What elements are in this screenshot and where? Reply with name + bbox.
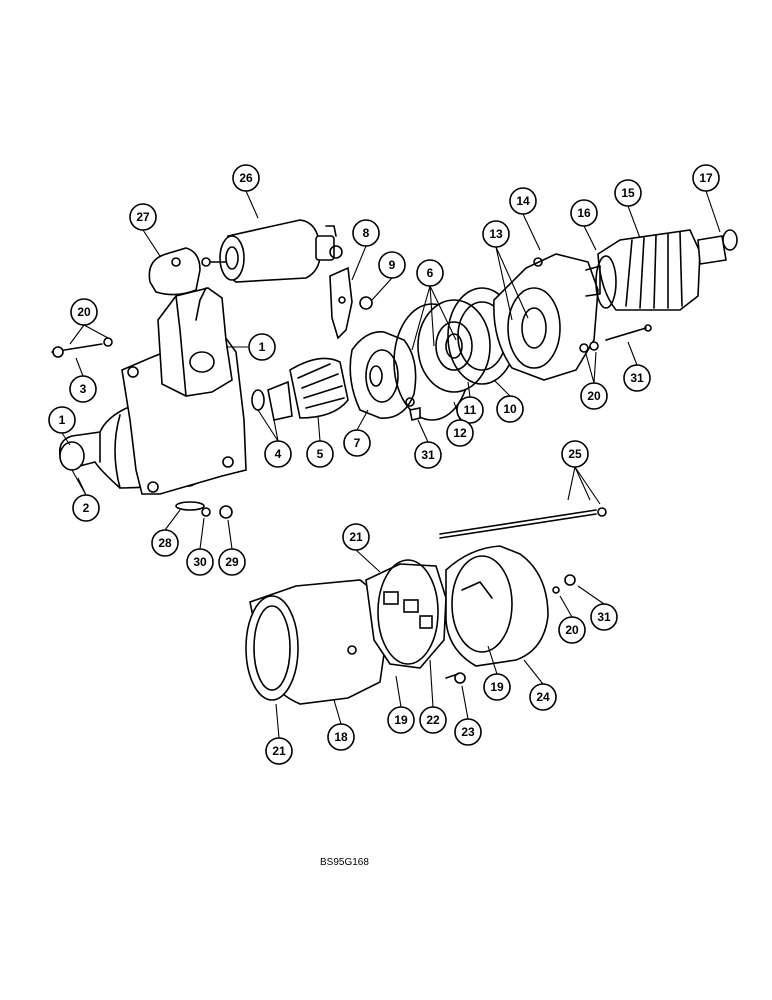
- callout-17: 17: [692, 164, 720, 192]
- svg-text:13: 13: [489, 227, 503, 241]
- callout-15: 15: [614, 179, 642, 207]
- svg-text:2: 2: [83, 501, 90, 515]
- svg-text:30: 30: [193, 555, 207, 569]
- svg-text:25: 25: [568, 447, 582, 461]
- callout-24: 24: [529, 683, 557, 711]
- drive-end-housing: [58, 287, 247, 495]
- through-bolts-upper: [51, 324, 652, 358]
- callout-26: 26: [232, 164, 260, 192]
- svg-text:19: 19: [490, 680, 504, 694]
- callout-21a: 21: [342, 523, 370, 551]
- callout-19a: 19: [387, 706, 415, 734]
- svg-text:3: 3: [80, 382, 87, 396]
- svg-text:14: 14: [516, 194, 530, 208]
- callout-31a: 31: [414, 441, 442, 469]
- svg-text:9: 9: [389, 258, 396, 272]
- callout-21b: 21: [265, 737, 293, 765]
- callout-1b: 1: [48, 406, 76, 434]
- plunger-cover: [148, 247, 201, 296]
- callout-20b: 20: [580, 382, 608, 410]
- svg-text:21: 21: [272, 744, 286, 758]
- svg-text:16: 16: [577, 206, 591, 220]
- svg-text:27: 27: [136, 210, 150, 224]
- svg-text:31: 31: [630, 371, 644, 385]
- lower-small-parts: [445, 672, 466, 684]
- svg-text:10: 10: [503, 402, 517, 416]
- svg-text:1: 1: [59, 413, 66, 427]
- callout-1a: 1: [248, 333, 276, 361]
- svg-text:12: 12: [453, 426, 467, 440]
- leader-lines: [61, 190, 721, 739]
- drive-pinion: [251, 357, 349, 421]
- svg-text:26: 26: [239, 171, 253, 185]
- callout-20c: 20: [558, 616, 586, 644]
- callout-22: 22: [419, 706, 447, 734]
- callout-27: 27: [129, 203, 157, 231]
- svg-text:29: 29: [225, 555, 239, 569]
- commutator-end-frame: [493, 253, 599, 381]
- callout-25: 25: [561, 440, 589, 468]
- svg-text:8: 8: [363, 226, 370, 240]
- callout-13: 13: [482, 220, 510, 248]
- callout-23: 23: [454, 718, 482, 746]
- callout-30: 30: [186, 548, 214, 576]
- callout-31c: 31: [590, 603, 618, 631]
- callout-16: 16: [570, 199, 598, 227]
- callout-4: 4: [264, 440, 292, 468]
- svg-text:18: 18: [334, 730, 348, 744]
- svg-text:6: 6: [427, 266, 434, 280]
- svg-text:17: 17: [699, 171, 713, 185]
- svg-text:4: 4: [275, 447, 282, 461]
- callout-19b: 19: [483, 673, 511, 701]
- svg-text:11: 11: [464, 403, 477, 417]
- svg-text:19: 19: [394, 713, 408, 727]
- drive-end-small-parts: [175, 296, 421, 519]
- callout-28: 28: [151, 529, 179, 557]
- svg-text:31: 31: [421, 448, 435, 462]
- callout-7: 7: [343, 429, 371, 457]
- svg-text:20: 20: [587, 389, 601, 403]
- callout-12: 12: [446, 419, 474, 447]
- svg-text:1: 1: [259, 340, 266, 354]
- svg-text:22: 22: [426, 713, 440, 727]
- brush-holder: [365, 559, 481, 669]
- callout-5: 5: [306, 440, 334, 468]
- svg-text:20: 20: [77, 305, 91, 319]
- callout-11: 11: [456, 396, 484, 424]
- callout-20a: 20: [70, 298, 98, 326]
- bearing-retainer: [417, 287, 517, 393]
- shift-lever: [329, 266, 353, 340]
- callout-14: 14: [509, 187, 537, 215]
- solenoid: [201, 219, 343, 283]
- callout-9: 9: [378, 251, 406, 279]
- armature: [585, 229, 738, 311]
- svg-text:21: 21: [349, 530, 363, 544]
- callout-6: 6: [416, 259, 444, 287]
- svg-text:23: 23: [461, 725, 475, 739]
- callout-18: 18: [327, 723, 355, 751]
- drawing-reference-code: BS95G168: [320, 857, 369, 868]
- svg-text:20: 20: [565, 623, 579, 637]
- callout-29: 29: [218, 548, 246, 576]
- commutator-end-cover: [445, 545, 549, 667]
- intermediate-bearing: [349, 303, 471, 421]
- long-through-bolts: [439, 507, 607, 594]
- svg-text:5: 5: [317, 447, 324, 461]
- callout-2: 2: [72, 494, 100, 522]
- svg-text:24: 24: [536, 690, 550, 704]
- svg-text:7: 7: [354, 436, 361, 450]
- callout-8: 8: [352, 219, 380, 247]
- svg-text:15: 15: [621, 186, 635, 200]
- svg-text:28: 28: [158, 536, 172, 550]
- callout-10: 10: [496, 395, 524, 423]
- field-frame: [245, 579, 387, 705]
- svg-text:31: 31: [597, 610, 611, 624]
- callout-31b: 31: [623, 364, 651, 392]
- callout-3: 3: [69, 375, 97, 403]
